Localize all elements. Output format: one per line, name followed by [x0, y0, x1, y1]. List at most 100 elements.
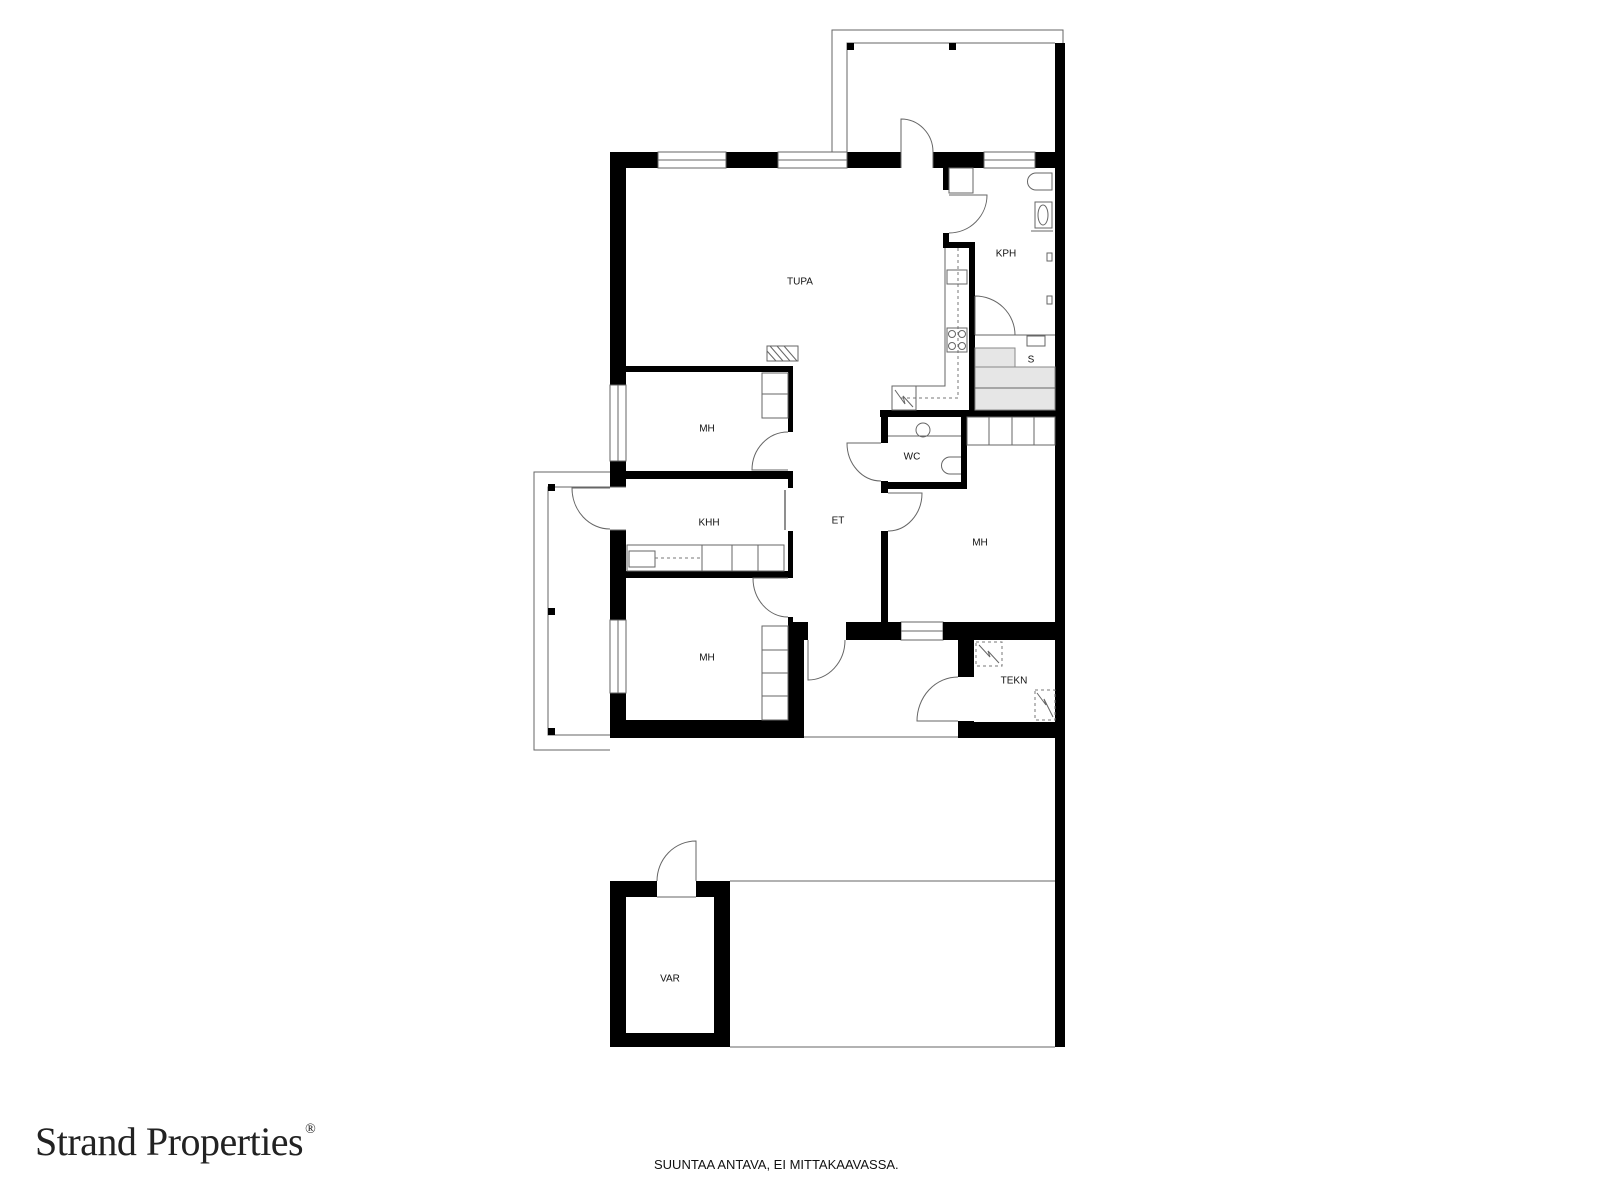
- burner: [958, 330, 966, 338]
- scale-disclaimer: SUUNTAA ANTAVA, EI MITTAKAAVASSA.: [654, 1157, 899, 1172]
- balcony-top: [831, 29, 1064, 152]
- wall: [714, 881, 730, 1047]
- technical-unit: [1034, 689, 1056, 721]
- balcony-post: [548, 728, 555, 735]
- door-sauna[interactable]: [974, 295, 1016, 336]
- burner: [948, 342, 956, 350]
- wall: [880, 410, 1055, 417]
- toilet-icon: [1027, 172, 1053, 191]
- utility-counter: [626, 544, 785, 572]
- wardrobe: [761, 372, 789, 419]
- wall: [626, 366, 793, 372]
- balcony-railing: [547, 486, 610, 736]
- room-label-technical: TEKN: [1001, 676, 1028, 687]
- wall: [933, 152, 984, 168]
- wall: [943, 233, 949, 248]
- wall: [626, 571, 793, 578]
- balcony-railing: [846, 42, 1055, 152]
- door-entrance-hall[interactable]: [807, 639, 846, 681]
- room-label-storage: VAR: [660, 974, 680, 985]
- balcony-outline: [533, 471, 610, 751]
- balcony-left: [533, 471, 610, 751]
- door-technical[interactable]: [916, 676, 959, 722]
- technical-symbol: [1036, 692, 1054, 718]
- wardrobe-divider: [988, 417, 1035, 445]
- door-storage[interactable]: [656, 840, 697, 882]
- door-left-balcony[interactable]: [571, 487, 611, 530]
- wall: [847, 152, 901, 168]
- fridge-symbol: [894, 389, 914, 408]
- technical-symbol: [978, 644, 1000, 664]
- wall: [943, 242, 975, 248]
- wall: [881, 482, 967, 489]
- door-bedroom-1[interactable]: [751, 431, 789, 471]
- wall: [626, 471, 793, 479]
- door-bathroom[interactable]: [948, 194, 988, 234]
- wall: [943, 622, 1065, 640]
- wall: [969, 242, 975, 412]
- doors: [571, 118, 1016, 882]
- wall: [788, 471, 793, 488]
- registered-mark: ®: [305, 1122, 316, 1137]
- door-balcony[interactable]: [900, 118, 934, 153]
- balcony-post: [548, 608, 555, 615]
- room-label-bedroom-2: MH: [699, 653, 715, 664]
- room-label-tupa: TUPA: [787, 277, 813, 288]
- wall: [881, 410, 888, 443]
- wall: [1055, 43, 1065, 1047]
- stove-icon: [946, 327, 968, 353]
- windows: [609, 151, 1036, 694]
- yard-boundary: [730, 880, 1055, 1048]
- room-labels: TUPA KPH S MH KHH MH ET WC MH TEKN VAR: [660, 249, 1035, 985]
- balcony-outline: [831, 29, 1064, 152]
- washing-machine-icon: [948, 167, 974, 194]
- bathroom-sink-icon: [1034, 201, 1053, 229]
- kitchen-sink-icon: [946, 269, 968, 285]
- balcony-post: [847, 43, 854, 50]
- sink-basin: [1037, 204, 1049, 226]
- interior-walls: [626, 168, 1065, 738]
- room-label-hall: ET: [832, 516, 845, 527]
- wc-toilet-icon: [941, 456, 961, 475]
- wall: [958, 722, 1065, 738]
- wall: [958, 721, 974, 738]
- wall: [961, 410, 967, 489]
- room-label-kph: KPH: [996, 249, 1017, 260]
- wall: [788, 617, 793, 622]
- storage-building: [610, 880, 1055, 1048]
- door-opening: [900, 152, 934, 168]
- wall: [788, 622, 804, 738]
- wall: [788, 366, 793, 432]
- door-bedroom-3[interactable]: [887, 492, 923, 532]
- fridge-icon: [891, 385, 917, 411]
- wall: [726, 152, 778, 168]
- shower-tap-icon: [1046, 252, 1053, 262]
- fixtures: [626, 167, 1056, 721]
- wc-sink-icon: [915, 422, 931, 438]
- wall: [610, 461, 626, 487]
- brand-logo: Strand Properties®: [35, 1118, 316, 1165]
- room-label-bedroom-1: MH: [699, 424, 715, 435]
- room-label-bedroom-3: MH: [972, 538, 988, 549]
- kitchen-upper-cabinets: [898, 248, 959, 399]
- door-bedroom-2[interactable]: [752, 577, 789, 618]
- wall: [943, 168, 949, 190]
- shower-tap-icon: [1046, 295, 1053, 305]
- wardrobe-divider: [762, 649, 788, 697]
- wall: [610, 530, 626, 620]
- door-opening: [610, 486, 626, 531]
- wardrobe: [966, 416, 1056, 446]
- wall: [788, 531, 793, 578]
- wall: [610, 881, 626, 1047]
- room-label-wc: WC: [904, 452, 921, 463]
- fireplace-hatch: [766, 345, 798, 362]
- wall: [846, 622, 901, 640]
- wall: [958, 640, 974, 677]
- balcony-post: [548, 484, 555, 491]
- wall: [610, 152, 626, 385]
- wall: [610, 1033, 730, 1047]
- technical-unit: [975, 641, 1003, 667]
- door-wc[interactable]: [846, 442, 882, 482]
- burner: [948, 330, 956, 338]
